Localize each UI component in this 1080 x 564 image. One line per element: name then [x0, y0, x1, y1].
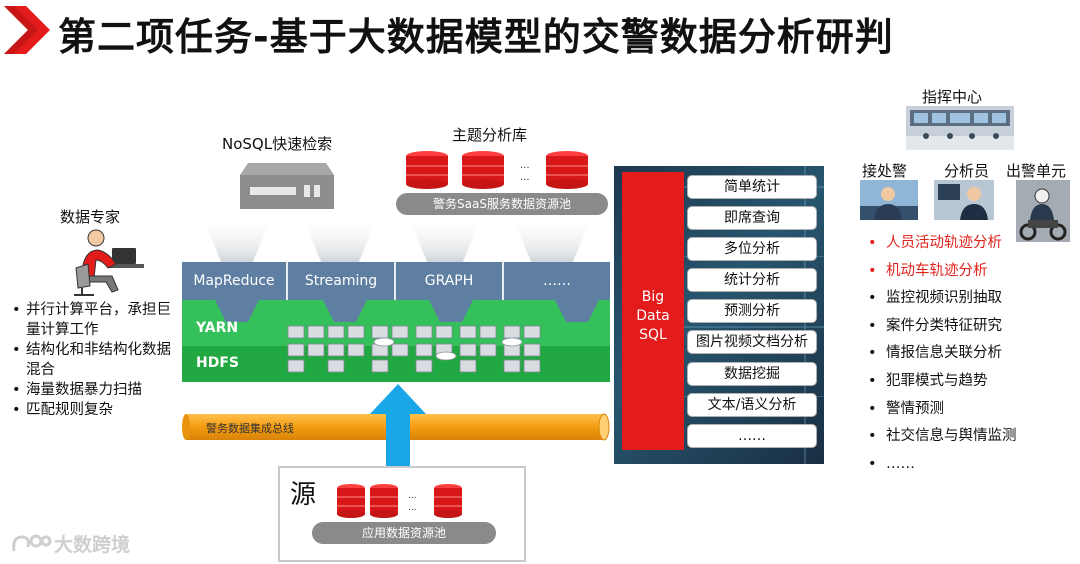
database-icon [406, 151, 448, 189]
role-analyst-label: 分析员 [944, 162, 990, 180]
big-data-sql-line: SQL [639, 327, 667, 343]
yarn-label: YARN [196, 320, 239, 336]
theme-database-group: ... ... [406, 151, 588, 189]
function-predictive-analysis: 预测分析 [687, 299, 817, 323]
up-arrow-icon [370, 384, 426, 466]
role-dispatcher-label: 接处警 [862, 162, 908, 180]
theme-ellipsis: ... [520, 172, 530, 183]
source-ellipsis: ... [408, 503, 417, 513]
expert-bullet-list: 并行计算平台，承担巨量计算工作 结构化和非结构化数据混合 海量数据暴力扫描 匹配… [10, 300, 180, 420]
faded-flow-graphic [202, 216, 592, 264]
dispatcher-photo [860, 180, 918, 220]
compute-framework-row [182, 262, 610, 300]
analysis-bullet: 机动车轨迹分析 [866, 258, 1017, 286]
watermark-text: 大数跨境 [54, 534, 131, 556]
big-data-sql-label: Big Data SQL [622, 288, 684, 345]
function-more: …… [687, 424, 817, 448]
function-data-mining: 数据挖掘 [687, 362, 817, 386]
expert-bullet: 并行计算平台，承担巨量计算工作 [10, 300, 180, 340]
database-icon [370, 484, 398, 518]
function-text-semantic: 文本/语义分析 [687, 393, 817, 417]
cluster-nodes-graphic [287, 325, 541, 373]
theme-library-label: 主题分析库 [452, 126, 528, 144]
analysis-bullet: 情报信息关联分析 [866, 340, 1017, 368]
database-icon [462, 151, 504, 189]
command-center-image [906, 106, 1014, 150]
source-label: 源 [290, 480, 317, 510]
framework-mapreduce: MapReduce [182, 262, 288, 300]
data-expert-icon [74, 229, 144, 296]
database-icon [546, 151, 588, 189]
source-panel [278, 466, 526, 562]
analyst-photo [934, 180, 994, 220]
big-data-sql-block [622, 172, 684, 450]
function-simple-stats: 简单统计 [687, 175, 817, 199]
hdfs-label: HDFS [196, 355, 239, 371]
watermark-logo-icon [12, 534, 52, 552]
stack-notches [214, 298, 600, 322]
command-center-label: 指挥中心 [922, 88, 983, 106]
analysis-bullet: 案件分类特征研究 [866, 313, 1017, 341]
theme-ellipsis: ... [520, 160, 530, 171]
function-media-analysis: 图片视频文档分析 [687, 330, 817, 354]
function-multidim-analysis: 多位分析 [687, 237, 817, 261]
bus-label: 警务数据集成总线 [206, 422, 294, 435]
analysis-bullet: 人员活动轨迹分析 [866, 230, 1017, 258]
patrol-unit-photo [1016, 180, 1070, 242]
analysis-bullet-list: 人员活动轨迹分析 机动车轨迹分析 监控视频识别抽取 案件分类特征研究 情报信息关… [866, 230, 1017, 478]
function-statistical-analysis: 统计分析 [687, 268, 817, 292]
expert-bullet: 匹配规则复杂 [10, 400, 180, 420]
source-ellipsis: ... [408, 491, 417, 501]
framework-more: …… [543, 273, 571, 289]
database-icon [434, 484, 462, 518]
database-icon [337, 484, 365, 518]
analysis-bullet: 犯罪模式与趋势 [866, 368, 1017, 396]
framework-streaming: Streaming [288, 262, 396, 300]
nosql-label: NoSQL快速检索 [222, 135, 333, 153]
source-database-group: ... ... [337, 484, 462, 518]
expert-bullet: 结构化和非结构化数据混合 [10, 340, 180, 380]
framework-graph: GRAPH [396, 262, 504, 300]
expert-bullet: 海量数据暴力扫描 [10, 380, 180, 400]
saas-pool-bar: 警务SaaS服务数据资源池 [396, 193, 608, 215]
server-icon [240, 163, 334, 209]
analysis-bullet: 警情预测 [866, 396, 1017, 424]
function-adhoc-query: 即席查询 [687, 206, 817, 230]
title-chevron-icon [4, 6, 50, 54]
data-expert-label: 数据专家 [60, 208, 121, 226]
role-patrol-unit-label: 出警单元 [1006, 162, 1067, 180]
analysis-bullet: 社交信息与舆情监测 [866, 423, 1017, 451]
analysis-bullet: …… [866, 451, 1017, 479]
big-data-sql-line: Data [636, 308, 670, 324]
source-pool-bar: 应用数据资源池 [312, 522, 496, 544]
big-data-sql-line: Big [641, 289, 665, 305]
page-title: 第二项任务-基于大数据模型的交警数据分析研判 [58, 15, 894, 59]
analysis-bullet: 监控视频识别抽取 [866, 285, 1017, 313]
